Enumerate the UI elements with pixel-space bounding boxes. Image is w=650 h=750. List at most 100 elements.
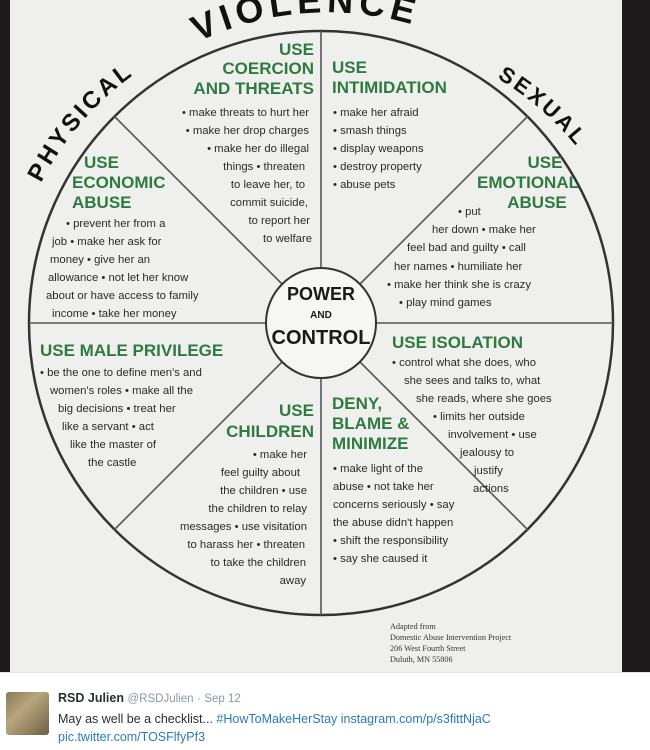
segment-heading: COERCION	[222, 59, 314, 78]
segment-item: • make her do illegal	[207, 143, 309, 155]
segment-item: • make threats to hurt her	[182, 107, 309, 119]
segment-heading: USE ISOLATION	[392, 333, 523, 352]
segment-item: • shift the responsibility	[333, 535, 448, 547]
segment-item: • make her think she is crazy	[387, 279, 531, 291]
segment-item: justify	[473, 465, 503, 477]
spoke-upper-right	[359, 115, 529, 285]
segment-item: to report her	[248, 215, 310, 227]
segment-heading: ECONOMIC	[72, 173, 166, 192]
segment-item: like a servant • act	[62, 421, 155, 433]
segment-item: • destroy property	[333, 161, 422, 173]
segment-deny: DENY, BLAME & MINIMIZE • make light of t…	[332, 394, 455, 565]
segment-item: she reads, where she goes	[416, 393, 552, 405]
tweet-author-name[interactable]: RSD Julien	[58, 691, 124, 705]
segment-item: messages • use visitation	[180, 521, 307, 533]
center-and: AND	[310, 310, 332, 321]
tweet-hashtag-link[interactable]: #HowToMakeHerStay	[216, 712, 338, 726]
segment-item: • prevent her from a	[66, 218, 166, 230]
segment-heading: USE	[332, 58, 367, 77]
segment-item: • abuse pets	[333, 179, 396, 191]
credit-line: Domestic Abuse Intervention Project	[390, 633, 512, 642]
segment-item: concerns seriously • say	[333, 499, 455, 511]
segment-item: job • make her ask for	[51, 236, 162, 248]
segment-item: like the master of	[70, 439, 157, 451]
segment-heading: USE	[279, 401, 314, 420]
tweet-instagram-link[interactable]: instagram.com/p/s3fittNjaC	[340, 712, 491, 726]
segment-item: • make light of the	[333, 463, 423, 475]
wheel-spokes	[29, 31, 613, 615]
segment-heading: DENY,	[332, 394, 382, 413]
segment-item: • make her drop charges	[186, 125, 310, 137]
segment-item: allowance • not let her know	[48, 272, 189, 284]
credit-block: Adapted from Domestic Abuse Intervention…	[390, 622, 512, 664]
segment-item: • smash things	[333, 125, 407, 137]
segment-item: big decisions • treat her	[58, 403, 176, 415]
tweet-separator: ·	[196, 693, 201, 705]
segment-coercion: USE COERCION AND THREATS • make threats …	[182, 40, 314, 245]
segment-item: her names • humiliate her	[394, 261, 523, 273]
credit-line: 206 West Fourth Street	[390, 644, 466, 653]
segment-item: • put	[458, 206, 482, 218]
segment-item: income • take her money	[52, 308, 177, 320]
segment-item: commit suicide,	[230, 197, 308, 209]
segment-heading: MINIMIZE	[332, 434, 409, 453]
segment-item: • play mind games	[399, 297, 492, 309]
segment-item: involvement • use	[448, 429, 537, 441]
segment-item: • be the one to define men's and	[40, 367, 202, 379]
segment-heading: ABUSE	[507, 193, 567, 212]
segment-item: to take the children	[211, 557, 306, 569]
segment-item: • say she caused it	[333, 553, 428, 565]
tweet-text: May as well be a checklist... #HowToMake…	[58, 710, 643, 746]
segment-item: to harass her • threaten	[187, 539, 305, 551]
segment-emotional: USE EMOTIONAL ABUSE • put her down • mak…	[387, 153, 579, 309]
segment-item: abuse • not take her	[333, 481, 434, 493]
segment-item: to leave her, to	[231, 179, 305, 191]
segment-item: the children • use	[220, 485, 307, 497]
segment-children: USE CHILDREN • make her feel guilty abou…	[180, 401, 314, 587]
segment-isolation: USE ISOLATION • control what she does, w…	[392, 333, 552, 495]
tweet-author-handle[interactable]: @RSDJulien	[127, 693, 194, 705]
segment-heading: USE	[279, 40, 314, 59]
segment-heading: USE MALE PRIVILEGE	[40, 341, 223, 360]
segment-item: • limits her outside	[433, 411, 525, 423]
segment-item: she sees and talks to, what	[404, 375, 541, 387]
tweet-timestamp[interactable]: Sep 12	[204, 693, 241, 705]
segment-item: the abuse didn't happen	[333, 517, 453, 529]
segment-item: things • threaten	[223, 161, 305, 173]
segment-item: • make her afraid	[333, 107, 419, 119]
segment-intimidation: USE INTIMIDATION • make her afraid • sma…	[332, 58, 447, 191]
segment-heading: AND THREATS	[193, 79, 314, 98]
center-hub	[265, 267, 377, 379]
center-control: CONTROL	[272, 327, 371, 349]
segment-item: away	[280, 575, 307, 587]
segment-heading: BLAME &	[332, 414, 409, 433]
segment-item: • display weapons	[333, 143, 424, 155]
tweet-card: RSD Julien @RSDJulien · Sep 12 May as we…	[0, 672, 650, 750]
segment-item: feel guilty about	[221, 467, 301, 479]
segment-heading: USE	[528, 153, 563, 172]
tweet-header: RSD Julien @RSDJulien · Sep 12	[58, 691, 241, 705]
segment-item: to welfare	[263, 233, 312, 245]
segment-item: the castle	[88, 457, 136, 469]
segment-item: actions	[473, 483, 509, 495]
tweet-text-content: May as well be a checklist...	[58, 712, 213, 726]
segment-item: jealousy to	[459, 447, 514, 459]
credit-line: Duluth, MN 55806	[390, 655, 453, 664]
segment-item: her down • make her	[432, 224, 536, 236]
credit-line: Adapted from	[390, 622, 436, 631]
spoke-lower-right	[359, 361, 529, 531]
segment-male-privilege: USE MALE PRIVILEGE • be the one to defin…	[40, 341, 223, 469]
segment-item: • make her	[253, 449, 307, 461]
segment-heading: EMOTIONAL	[477, 173, 579, 192]
segment-item: feel bad and guilty • call	[407, 242, 526, 254]
power-control-wheel: PHYSICAL VIOLENCE SEXUAL POWER AND CONTR…	[10, 0, 622, 672]
spoke-lower-left	[113, 361, 283, 531]
tweet-pic-link[interactable]: pic.twitter.com/TOSFlfyPf3	[58, 730, 206, 744]
segment-item: women's roles • make all the	[49, 385, 193, 397]
spoke-upper-left	[113, 115, 283, 285]
segment-heading: INTIMIDATION	[332, 78, 447, 97]
wheel-photo: PHYSICAL VIOLENCE SEXUAL POWER AND CONTR…	[0, 0, 650, 672]
segment-item: the children to relay	[208, 503, 307, 515]
segment-heading: ABUSE	[72, 193, 132, 212]
avatar[interactable]	[6, 692, 49, 735]
